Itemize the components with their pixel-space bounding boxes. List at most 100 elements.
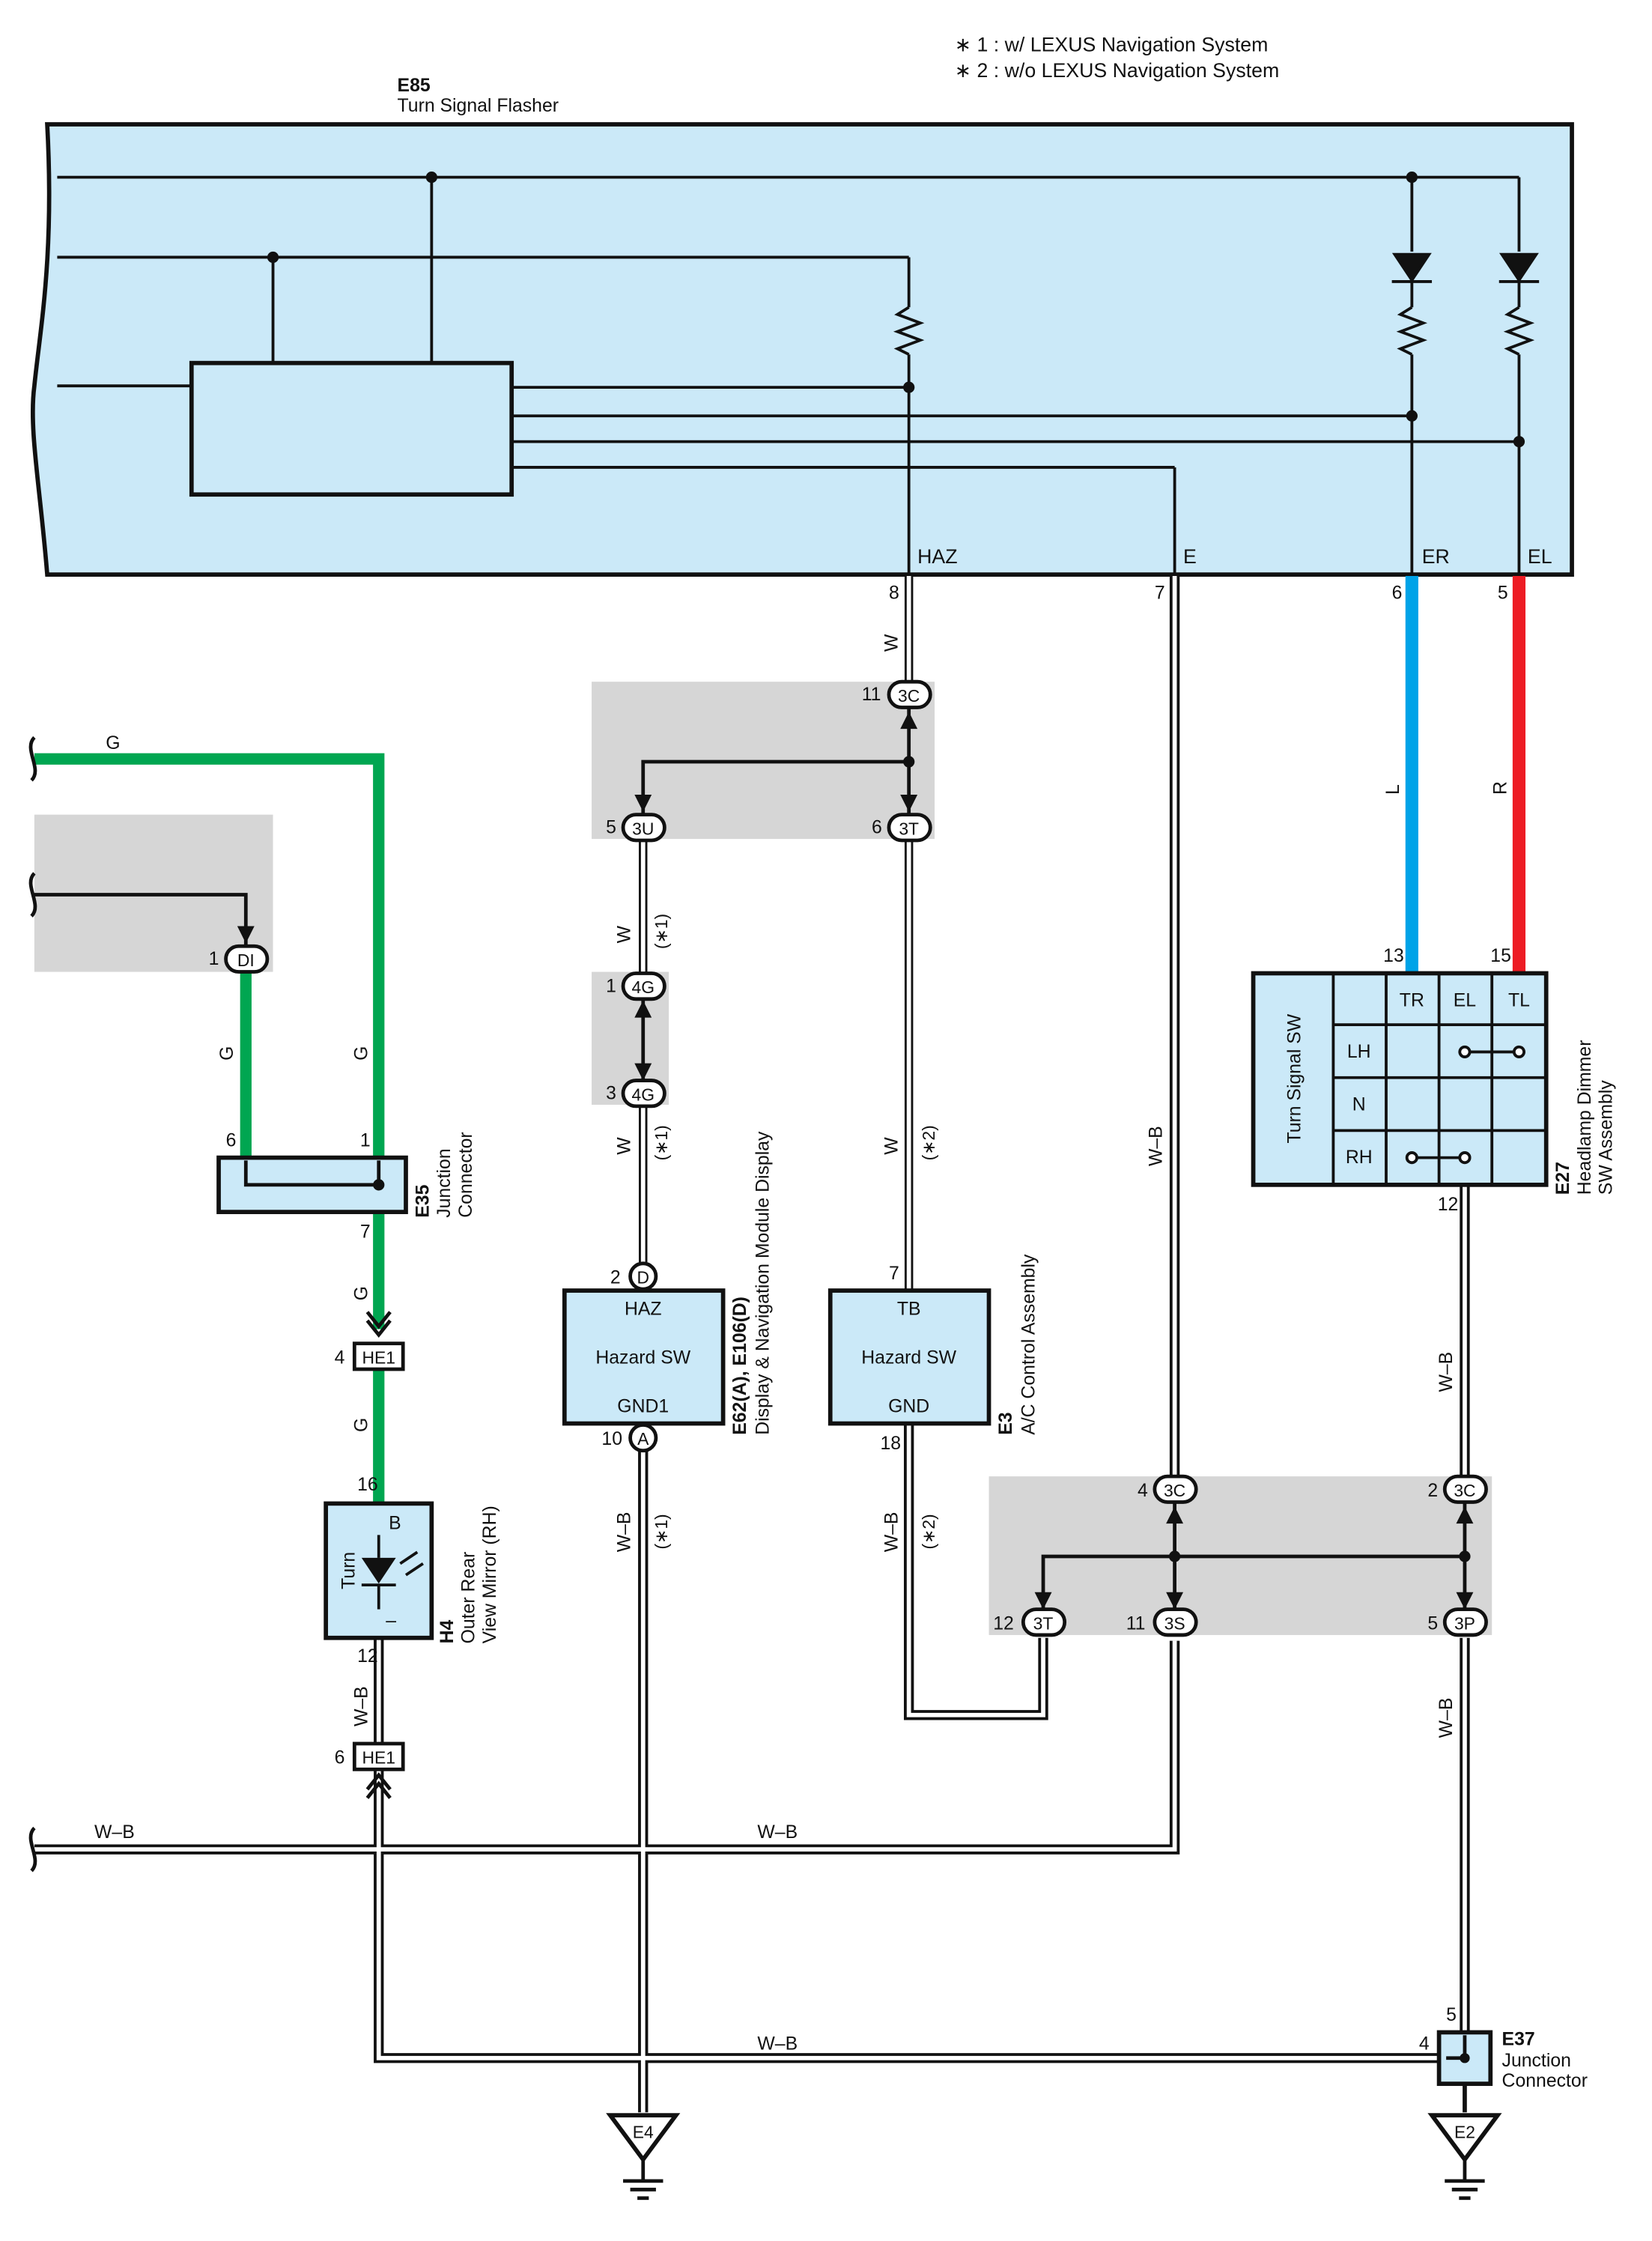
white-wires bbox=[639, 575, 914, 1290]
e85-body bbox=[30, 122, 1574, 577]
svg-text:GND: GND bbox=[888, 1396, 929, 1416]
h4-terminal-b: B bbox=[389, 1514, 401, 1534]
ground-e2: E2 bbox=[1427, 2113, 1502, 2201]
ground-e4: E4 bbox=[606, 2113, 681, 2201]
svg-text:5: 5 bbox=[606, 817, 616, 837]
svg-text:5: 5 bbox=[1446, 2005, 1457, 2025]
svg-text:(∗1): (∗1) bbox=[652, 914, 671, 949]
conn-4g-3: 4G bbox=[631, 1085, 655, 1104]
e27-label-2: SW Assembly bbox=[1596, 1080, 1616, 1195]
svg-text:10: 10 bbox=[601, 1429, 622, 1449]
svg-text:4: 4 bbox=[1138, 1481, 1148, 1501]
svg-text:HE1: HE1 bbox=[362, 1347, 395, 1367]
conn-di: DI bbox=[237, 950, 255, 970]
wb-wires bbox=[34, 575, 1470, 2113]
e35-code: E35 bbox=[413, 1184, 434, 1217]
conn-3t-12: 3T bbox=[1033, 1613, 1054, 1633]
svg-text:W–B: W–B bbox=[1436, 1352, 1457, 1392]
svg-text:LH: LH bbox=[1347, 1042, 1371, 1062]
svg-text:1: 1 bbox=[209, 949, 219, 969]
svg-text:G: G bbox=[217, 1046, 237, 1061]
svg-text:4: 4 bbox=[335, 1347, 345, 1368]
svg-text:Turn Signal SW: Turn Signal SW bbox=[1285, 1013, 1305, 1143]
e85-terminal-er: ER bbox=[1422, 545, 1450, 568]
svg-text:G: G bbox=[351, 1418, 371, 1432]
h4-code: H4 bbox=[437, 1619, 458, 1643]
svg-text:G: G bbox=[351, 1046, 371, 1061]
h4-turn-label: Turn bbox=[338, 1552, 359, 1589]
svg-text:GND1: GND1 bbox=[617, 1396, 669, 1416]
wire-break-marks bbox=[28, 736, 37, 1872]
connector-pin-numbers: 1 11 5 6 1 3 4 2 12 11 5 2 10 7 18 13 15… bbox=[209, 685, 1511, 1634]
svg-text:W–B: W–B bbox=[351, 1686, 371, 1726]
wire-color-labels: G G G G G W W (∗1) W (∗1) W (∗2) L R W–B… bbox=[94, 634, 1510, 2054]
green-wires bbox=[34, 753, 385, 1504]
svg-text:7: 7 bbox=[360, 1222, 371, 1242]
h4-terminal-minus: – bbox=[386, 1610, 396, 1631]
e85-terminal-haz: HAZ bbox=[917, 545, 957, 568]
junction-link-dots bbox=[903, 756, 1471, 1562]
svg-text:N: N bbox=[1352, 1095, 1366, 1115]
svg-text:3: 3 bbox=[606, 1083, 616, 1103]
svg-text:W–B: W–B bbox=[615, 1512, 635, 1553]
svg-text:HE1: HE1 bbox=[362, 1748, 395, 1768]
svg-text:6: 6 bbox=[226, 1130, 237, 1150]
svg-text:W–B: W–B bbox=[757, 1822, 798, 1843]
svg-text:W: W bbox=[615, 1137, 635, 1155]
svg-text:12: 12 bbox=[993, 1613, 1014, 1634]
svg-text:W–B: W–B bbox=[881, 1512, 902, 1553]
conn-3t-top: 3T bbox=[899, 819, 919, 838]
svg-text:W–B: W–B bbox=[94, 1822, 135, 1843]
conn-3c-4: 3C bbox=[1164, 1481, 1185, 1500]
svg-text:TB: TB bbox=[897, 1300, 921, 1320]
svg-text:W–B: W–B bbox=[1146, 1126, 1166, 1166]
svg-text:Hazard SW: Hazard SW bbox=[595, 1347, 690, 1368]
svg-text:(∗2): (∗2) bbox=[919, 1514, 938, 1549]
e85-pin-8: 8 bbox=[889, 583, 899, 604]
svg-text:G: G bbox=[106, 733, 120, 753]
e85-pin-6: 6 bbox=[1392, 583, 1403, 604]
svg-text:6: 6 bbox=[335, 1748, 345, 1768]
he1-connectors: HE1 4 HE1 6 bbox=[335, 1311, 405, 1799]
svg-text:G: G bbox=[351, 1286, 371, 1300]
svg-text:13: 13 bbox=[1383, 946, 1404, 966]
svg-text:11: 11 bbox=[1126, 1613, 1146, 1634]
svg-text:R: R bbox=[1490, 781, 1510, 795]
svg-text:W: W bbox=[881, 634, 902, 652]
e85-internal-circuit bbox=[57, 175, 1535, 575]
conn-3c-2: 3C bbox=[1454, 1481, 1475, 1500]
note-2: ∗ 2 : w/o LEXUS Navigation System bbox=[955, 59, 1279, 82]
svg-text:W–B: W–B bbox=[757, 2034, 798, 2054]
svg-text:Hazard SW: Hazard SW bbox=[861, 1347, 956, 1368]
svg-text:L: L bbox=[1383, 784, 1403, 795]
e37-junction-connector: 5 4 bbox=[1419, 2005, 1493, 2113]
svg-text:6: 6 bbox=[872, 817, 882, 837]
svg-text:W: W bbox=[881, 1137, 902, 1155]
e85-diodes bbox=[1391, 252, 1540, 283]
svg-text:E2: E2 bbox=[1454, 2123, 1475, 2142]
svg-text:2: 2 bbox=[1427, 1481, 1438, 1501]
svg-text:7: 7 bbox=[889, 1264, 899, 1284]
e37-code: E37 bbox=[1502, 2030, 1535, 2050]
e35-junction-connector: 6 1 7 bbox=[216, 1130, 408, 1242]
e62-name: Display & Navigation Module Display bbox=[753, 1131, 774, 1435]
note-1: ∗ 1 : w/ LEXUS Navigation System bbox=[955, 34, 1269, 56]
junction-arrows bbox=[237, 712, 1474, 1610]
e85-pin-7: 7 bbox=[1155, 583, 1165, 604]
e27-code: E27 bbox=[1553, 1162, 1573, 1195]
e3-ac-control: TB Hazard SW GND bbox=[827, 1288, 991, 1426]
svg-text:TR: TR bbox=[1400, 990, 1424, 1010]
conn-4g-1: 4G bbox=[631, 977, 655, 997]
conn-3c-top: 3C bbox=[898, 686, 920, 706]
svg-text:RH: RH bbox=[1346, 1147, 1373, 1168]
svg-text:HAZ: HAZ bbox=[625, 1300, 662, 1320]
conn-3s: 3S bbox=[1164, 1613, 1185, 1633]
svg-text:TL: TL bbox=[1508, 990, 1530, 1010]
e35-label-2: Connector bbox=[456, 1132, 476, 1217]
svg-text:(∗1): (∗1) bbox=[652, 1125, 671, 1160]
svg-text:11: 11 bbox=[862, 685, 881, 705]
svg-text:16: 16 bbox=[357, 1475, 378, 1495]
svg-text:E4: E4 bbox=[633, 2123, 654, 2142]
